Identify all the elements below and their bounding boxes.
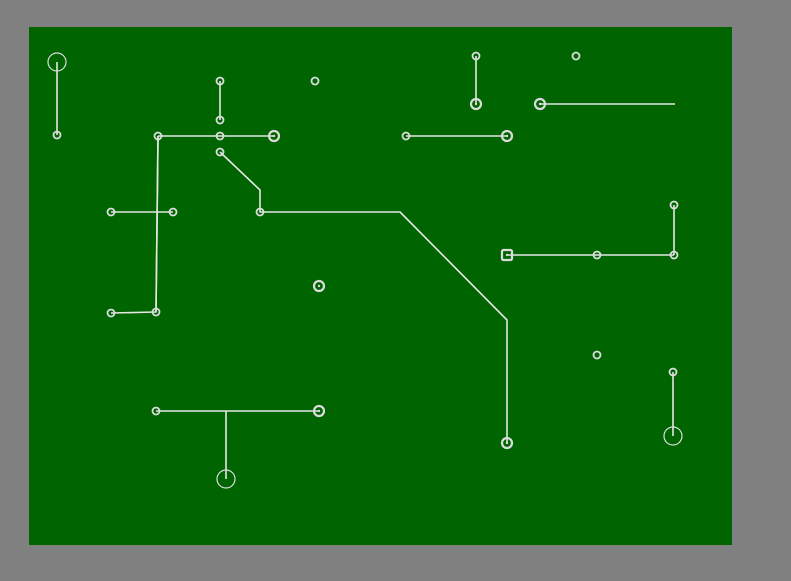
pad-hole (317, 409, 321, 413)
pad-hole (505, 134, 509, 138)
pads-layer (47, 51, 683, 489)
pad (47, 52, 67, 72)
pad (267, 129, 281, 143)
pad (215, 76, 225, 86)
pad (215, 131, 225, 141)
pad (469, 97, 483, 111)
pad (215, 115, 225, 125)
pad (500, 248, 514, 262)
pad (401, 131, 411, 141)
pad-hole (538, 102, 542, 106)
pad (255, 207, 265, 217)
pad (592, 250, 602, 260)
pad (312, 279, 326, 293)
pad (668, 367, 678, 377)
pad (533, 97, 547, 111)
pad (663, 426, 683, 446)
pad (571, 51, 581, 61)
pad (500, 436, 514, 450)
pad (310, 76, 320, 86)
pad (592, 350, 602, 360)
pad (500, 129, 514, 143)
trace (219, 151, 508, 443)
pad (215, 147, 225, 157)
pad (106, 207, 116, 217)
pad-hole (505, 441, 509, 445)
pad (471, 51, 481, 61)
traces-layer (56, 56, 675, 479)
pad (216, 469, 236, 489)
pad (669, 250, 679, 260)
pad (153, 131, 163, 141)
pad (52, 130, 62, 140)
pad-hole (317, 284, 321, 288)
pad (312, 404, 326, 418)
pad-hole (505, 253, 509, 257)
pad (669, 200, 679, 210)
pad (151, 406, 161, 416)
trace (155, 135, 159, 313)
pad (151, 307, 161, 317)
pcb-board (29, 27, 732, 545)
pad-hole (272, 134, 276, 138)
pad (168, 207, 178, 217)
pad-hole (474, 102, 478, 106)
pad (106, 308, 116, 318)
